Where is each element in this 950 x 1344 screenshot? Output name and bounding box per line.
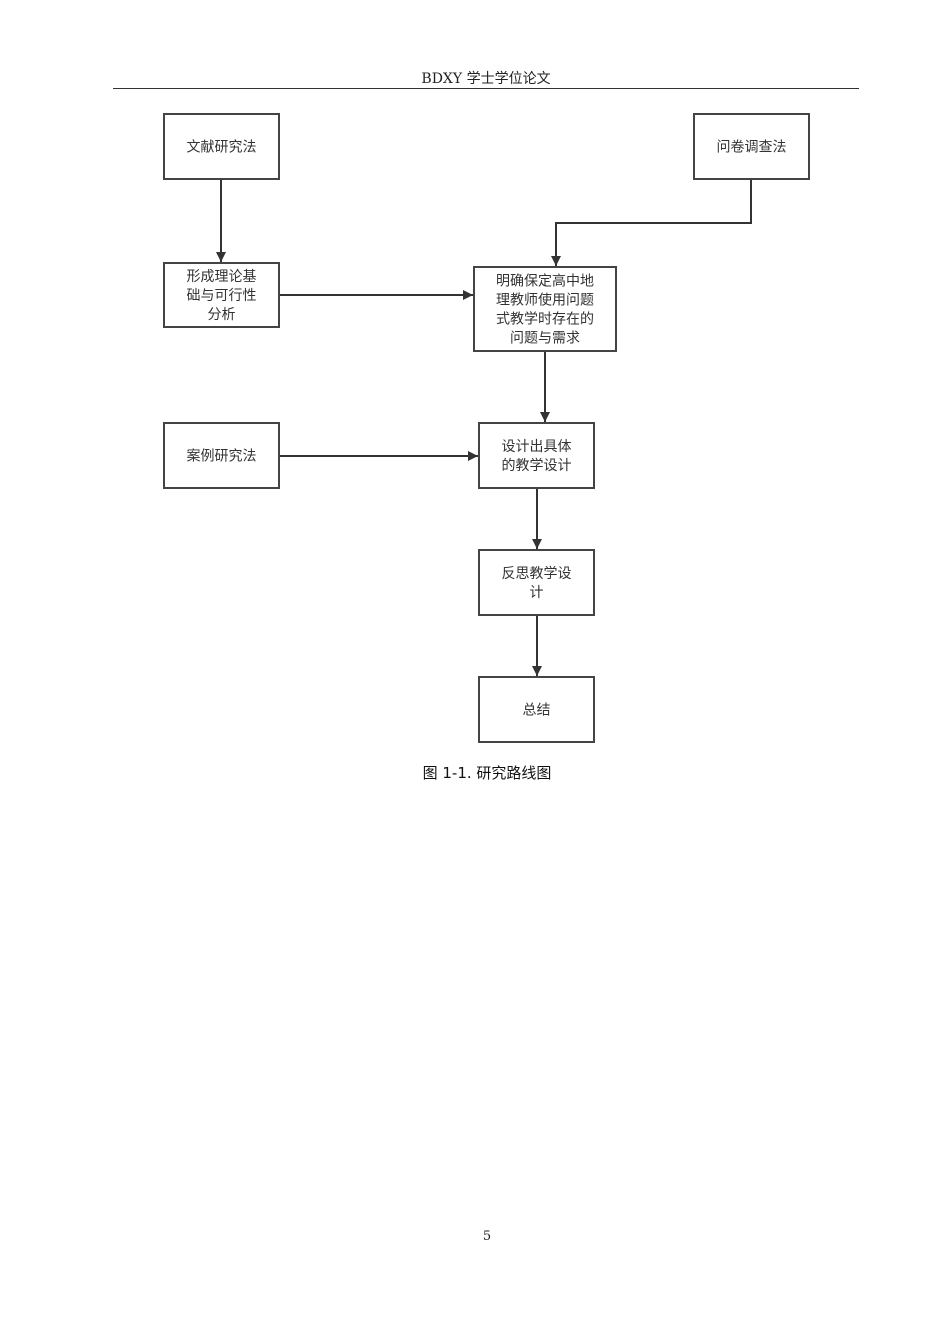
- node-label-line: 总结: [523, 702, 551, 718]
- header-rule: [113, 88, 859, 89]
- node-box: [478, 549, 595, 616]
- edges: [216, 179, 752, 676]
- node-literature: 文献研究法: [163, 113, 280, 180]
- edge-survey-to-problems: [551, 179, 752, 266]
- node-label-line: 分析: [208, 307, 236, 323]
- node-label-line: 的教学设计: [502, 458, 572, 474]
- node-label-line: 础与可行性: [187, 288, 257, 304]
- node-box: [163, 113, 280, 180]
- page-number: 5: [482, 1229, 492, 1244]
- node-label-line: 设计出具体: [502, 439, 572, 455]
- node-case: 案例研究法: [163, 422, 280, 489]
- node-label-line: 反思教学设: [502, 566, 572, 582]
- node-label-line: 式教学时存在的: [496, 311, 594, 327]
- node-box: [478, 422, 595, 489]
- page-header: BDXY 学士学位论文: [421, 71, 551, 87]
- node-survey: 问卷调查法: [693, 113, 810, 180]
- node-box: [473, 266, 617, 352]
- node-label-line: 形成理论基: [187, 268, 257, 285]
- node-label-line: 文献研究法: [187, 139, 257, 155]
- node-label-line: 明确保定高中地: [496, 272, 594, 289]
- node-box: [163, 262, 280, 328]
- node-label-line: 问题与需求: [510, 330, 580, 346]
- node-label-line: 理教师使用问题: [496, 291, 594, 308]
- figure-caption: 图 1-1. 研究路线图: [422, 764, 552, 782]
- node-box: [163, 422, 280, 489]
- node-box: [478, 676, 595, 743]
- node-summary: 总结: [478, 676, 595, 743]
- node-label-line: 案例研究法: [187, 447, 257, 464]
- node-box: [693, 113, 810, 180]
- node-label-line: 计: [530, 585, 544, 601]
- node-label-line: 问卷调查法: [717, 139, 787, 155]
